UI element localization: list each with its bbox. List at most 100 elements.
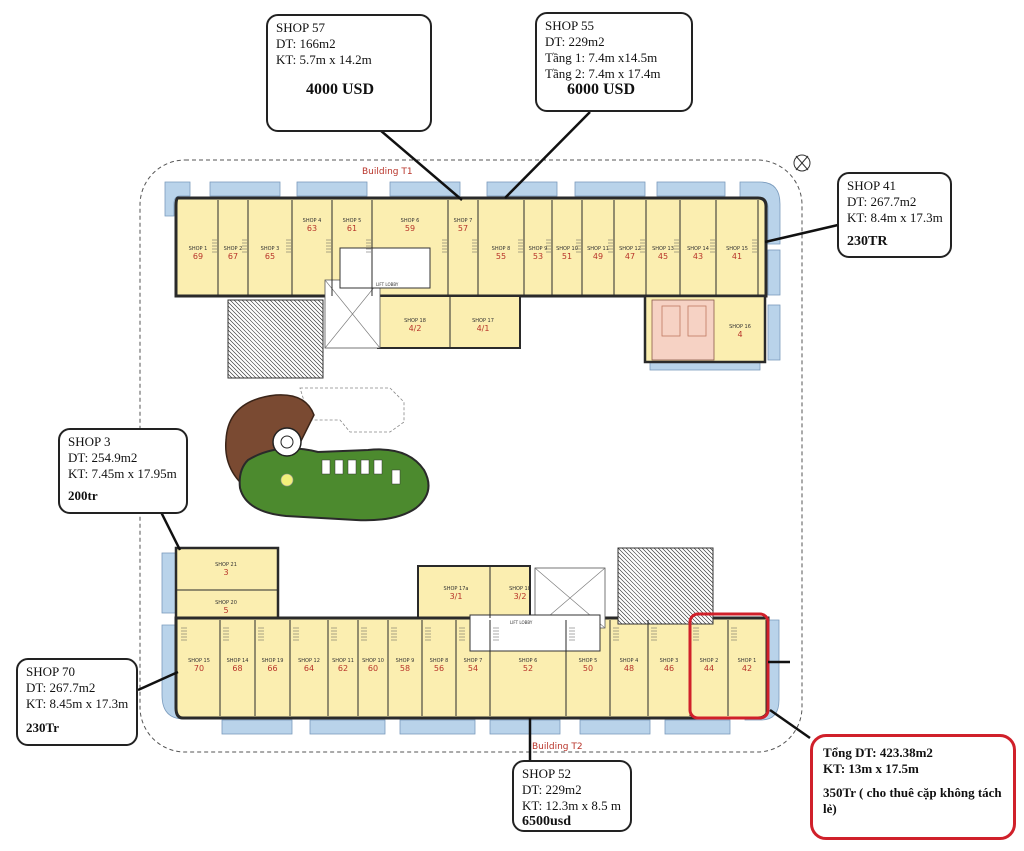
t2-shop-unit: SHOP 754 bbox=[459, 620, 491, 716]
t2-shop-number: 68 bbox=[232, 664, 242, 673]
t2-shop-label: SHOP 14 bbox=[227, 658, 249, 664]
t1-shop-number: 63 bbox=[307, 224, 317, 233]
callout-shop-52: SHOP 52 DT: 229m2 KT: 12.3m x 8.5 m 6500… bbox=[512, 760, 632, 832]
t2-shop-label: SHOP 12 bbox=[298, 658, 320, 664]
t1-shop-label: SHOP 11 bbox=[587, 246, 609, 252]
t2-shop-label: SHOP 19 bbox=[262, 658, 284, 664]
t1-lobby-court bbox=[324, 279, 381, 349]
t2-shop-number: 70 bbox=[194, 664, 204, 673]
pair-total-area: Tổng DT: 423.38m2 bbox=[823, 745, 933, 760]
shop57-area: DT: 166m2 bbox=[276, 36, 336, 51]
t1-shop-number: 59 bbox=[405, 224, 415, 233]
t2-upper-shop-number: 3/1 bbox=[450, 592, 463, 601]
shop3-price: 200tr bbox=[68, 488, 98, 503]
callout-shop-57: SHOP 57 DT: 166m2 KT: 5.7m x 14.2m 4000 … bbox=[266, 14, 432, 132]
shop52-size: KT: 12.3m x 8.5 m bbox=[522, 798, 622, 813]
t1-hatched-ramp bbox=[227, 299, 324, 379]
t1-lower-shop-number: 4 bbox=[737, 330, 742, 339]
shop55-title: SHOP 55 bbox=[545, 18, 595, 33]
t1-lower-shop-label: SHOP 18 bbox=[404, 318, 426, 324]
t2-shop-unit: SHOP 652 bbox=[493, 620, 567, 716]
t2-upper-shop-label: SHOP 21 bbox=[215, 562, 237, 568]
t1-shop-unit: SHOP 561 bbox=[343, 200, 373, 296]
t2-upper-shop-number: 3/2 bbox=[514, 592, 527, 601]
central-podium bbox=[224, 387, 430, 522]
t1-shop-number: 45 bbox=[658, 252, 668, 261]
t1-shop-number: 41 bbox=[732, 252, 742, 261]
t1-shop-label: SHOP 8 bbox=[492, 246, 511, 252]
t2-shop-label: SHOP 2 bbox=[700, 658, 719, 664]
pair-size: KT: 13m x 17.5m bbox=[823, 761, 919, 776]
t1-lower-shop-label: SHOP 16 bbox=[729, 324, 751, 330]
t2-shop-unit: SHOP 244 bbox=[693, 620, 729, 716]
shop57-size: KT: 5.7m x 14.2m bbox=[276, 52, 372, 67]
callout-shop-55: SHOP 55 DT: 229m2 Tầng 1: 7.4m x14.5m Tầ… bbox=[535, 12, 693, 112]
t1-shop-unit: SHOP 757 bbox=[454, 200, 479, 296]
t2-shop-unit: SHOP 856 bbox=[425, 620, 457, 716]
shop3-title: SHOP 3 bbox=[68, 434, 111, 449]
shop70-title: SHOP 70 bbox=[26, 664, 76, 679]
t1-shop-unit: SHOP 365 bbox=[261, 200, 293, 296]
t2-upper-left-wing bbox=[174, 546, 280, 620]
t1-shop-unit: SHOP 953 bbox=[529, 200, 553, 296]
t1-shop-label: SHOP 5 bbox=[343, 218, 362, 224]
callout-shop-70: SHOP 70 DT: 267.7m2 KT: 8.45m x 17.3m 23… bbox=[16, 658, 138, 746]
t1-lower-wing bbox=[377, 295, 521, 349]
t2-shop-number: 58 bbox=[400, 664, 410, 673]
t1-shop-label: SHOP 1 bbox=[189, 246, 208, 252]
t1-shop-label: SHOP 12 bbox=[619, 246, 641, 252]
shop57-title: SHOP 57 bbox=[276, 20, 326, 35]
t1-shop-unit: SHOP 463 bbox=[303, 200, 333, 296]
t1-shop-number: 57 bbox=[458, 224, 468, 233]
shop55-price: 6000 USD bbox=[567, 81, 636, 98]
compass-icon bbox=[793, 154, 811, 172]
leader-lines bbox=[137, 111, 839, 762]
t1-shop-label: SHOP 4 bbox=[303, 218, 322, 224]
t1-shop-number: 69 bbox=[193, 252, 203, 261]
t2-shop-number: 46 bbox=[664, 664, 674, 673]
t2-shop-number: 56 bbox=[434, 664, 444, 673]
shop55-floor2: Tầng 2: 7.4m x 17.4m bbox=[545, 66, 661, 81]
t1-shop-number: 51 bbox=[562, 252, 572, 261]
t2-shop-number: 64 bbox=[304, 664, 314, 673]
t1-shop-label: SHOP 14 bbox=[687, 246, 709, 252]
shop52-area: DT: 229m2 bbox=[522, 782, 582, 797]
t1-shop-number: 49 bbox=[593, 252, 603, 261]
shop41-title: SHOP 41 bbox=[847, 178, 897, 193]
t2-shop-number: 60 bbox=[368, 664, 378, 673]
t1-shop-label: SHOP 2 bbox=[224, 246, 243, 252]
t2-shop-unit: SHOP 142 bbox=[731, 620, 767, 716]
t1-shop-number: 43 bbox=[693, 252, 703, 261]
t1-pink-room bbox=[651, 299, 715, 361]
t1-shop-label: SHOP 3 bbox=[261, 246, 280, 252]
t1-shop-label: SHOP 10 bbox=[556, 246, 578, 252]
t1-shop-label: SHOP 7 bbox=[454, 218, 473, 224]
t2-shop-number: 54 bbox=[468, 664, 478, 673]
t2-shop-label: SHOP 3 bbox=[660, 658, 679, 664]
t2-upper-shop-number: 3 bbox=[223, 568, 228, 577]
t2-shop-unit: SHOP 958 bbox=[391, 620, 423, 716]
t2-shop-label: SHOP 9 bbox=[396, 658, 415, 664]
shop55-floor1: Tầng 1: 7.4m x14.5m bbox=[545, 50, 658, 65]
t1-shop-unit: SHOP 267 bbox=[224, 200, 249, 296]
shop52-price: 6500usd bbox=[522, 814, 572, 829]
t1-shop-unit: SHOP 169 bbox=[189, 200, 219, 296]
shop41-price: 230TR bbox=[847, 234, 888, 249]
t2-lift-lobby-label: LIFT LOBBY bbox=[510, 620, 533, 625]
t2-upper-shop-number: 5 bbox=[223, 606, 228, 615]
shop52-title: SHOP 52 bbox=[522, 766, 572, 781]
t1-lower-shop-number: 4/1 bbox=[477, 324, 490, 333]
